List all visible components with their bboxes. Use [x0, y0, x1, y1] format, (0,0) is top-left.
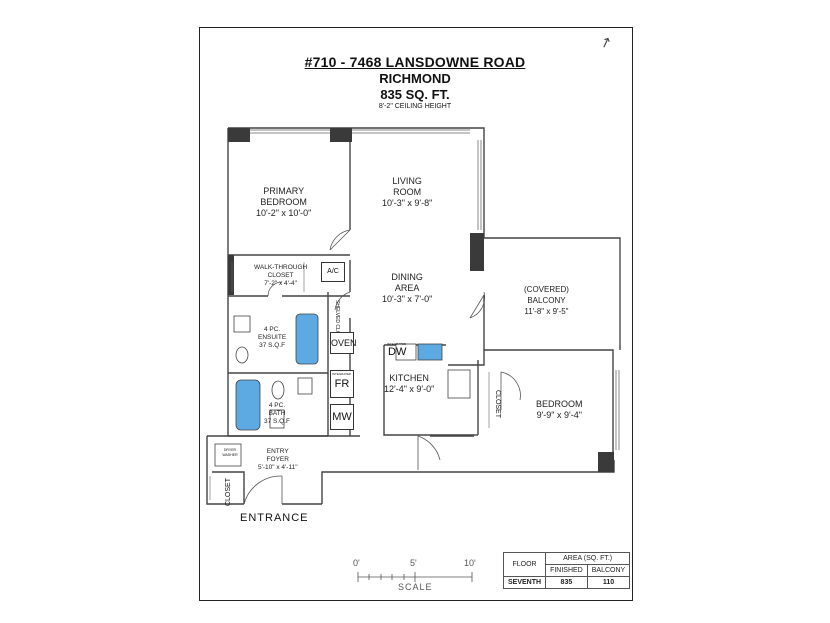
bedroom-closet-label: CLOSET — [494, 390, 501, 419]
dishwasher-note: INTEGRATED — [387, 342, 407, 346]
ensuite-label: 4 PC. ENSUITE 37 S.Q.F — [258, 326, 287, 349]
entry-foyer-label: ENTRY FOYER 5'-10" x 4'-11" — [258, 448, 298, 471]
address-title: #710 - 7468 LANSDOWNE ROAD — [304, 54, 526, 70]
microwave: MW — [330, 404, 354, 430]
ceiling-height: 8'-2" CEILING HEIGHT — [378, 103, 452, 110]
fridge-note: INTEGRATED — [332, 372, 352, 376]
shelved-closet-label: SHELVED CLOSET — [334, 300, 340, 345]
kitchen-label: KITCHEN 12'-4" x 9'-0" — [384, 373, 435, 394]
city-title: RICHMOND — [379, 71, 451, 86]
balcony-label: (COVERED) BALCONY 11'-8" x 9'-5" — [524, 285, 569, 316]
dryer-washer-label: DRYER WASHER — [222, 448, 238, 457]
area-header: AREA (SQ. FT.) — [545, 552, 631, 565]
scale-label: SCALE — [398, 582, 433, 592]
dining-area-label: DINING AREA 10'-3" x 7'-0" — [382, 272, 433, 304]
primary-bedroom-label: PRIMARY BEDROOM 10'-2" x 10'-0" — [256, 186, 312, 218]
bedroom-label: BEDROOM 9'-9" x 9'-4" — [536, 399, 583, 420]
finished-value: 835 — [545, 576, 588, 589]
walk-through-closet-label: WALK-THROUGH CLOSET 7'-2" x 4'-4" — [254, 264, 308, 287]
fridge: FR — [330, 370, 354, 398]
scale-tick-5: 5' — [410, 558, 417, 568]
floor-value: SEVENTH — [502, 576, 547, 589]
living-room-label: LIVING ROOM 10'-3" x 9'-8" — [382, 176, 433, 208]
ac-unit: A/C — [321, 262, 345, 282]
dishwasher: DW — [388, 346, 407, 358]
area-title: 835 SQ. FT. — [380, 87, 450, 102]
balcony-value: 110 — [586, 576, 631, 589]
bath-label: 4 PC. BATH 37 S.Q.F — [264, 402, 291, 425]
oven: OVEN — [330, 332, 357, 354]
area-table: FLOOR AREA (SQ. FT.) FINISHED BALCONY SE… — [502, 552, 631, 589]
floor-header: FLOOR — [502, 552, 547, 577]
entrance-label: ENTRANCE — [240, 512, 309, 524]
floor-plan-sheet — [199, 27, 633, 601]
scale-tick-0: 0' — [353, 558, 360, 568]
entry-closet-label: CLOSET — [225, 478, 232, 507]
scale-tick-10: 10' — [464, 558, 476, 568]
finished-header: FINISHED — [545, 564, 588, 577]
balcony-header: BALCONY — [586, 564, 631, 577]
